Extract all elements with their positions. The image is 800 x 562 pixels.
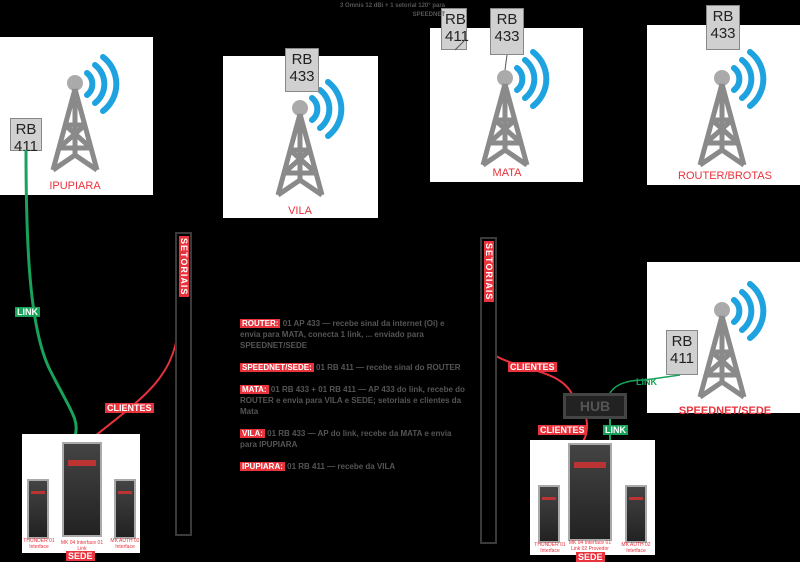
site-ipupiara-label: IPUPIARA — [49, 180, 101, 192]
server-mkauth-left[interactable] — [114, 479, 136, 539]
server-group-left: THUNDER 01 Interface MK 04 Interface 01 … — [22, 434, 140, 553]
info-mata: MATA: 01 RB 433 + 01 RB 411 — AP 433 do … — [240, 385, 465, 416]
server-label: MK AUTH 02 Interface — [110, 538, 140, 550]
server-thunder-left[interactable] — [27, 479, 49, 539]
server-mkauth-right[interactable] — [625, 485, 647, 543]
clientes-label-right-bottom: CLIENTES — [538, 425, 587, 435]
info-vila: VILA: 01 RB 433 — AP do link, recebe da … — [240, 429, 452, 449]
sede-tag-left: SEDE — [66, 551, 95, 561]
hub[interactable]: HUB — [563, 393, 627, 419]
server-main-left[interactable] — [62, 442, 102, 537]
link-label-sede: LINK — [636, 377, 657, 387]
setoriais-bar-right — [480, 237, 497, 544]
info-sede: SPEEDNET/SEDE: 01 RB 411 — recebe sinal … — [240, 363, 461, 372]
info-router: ROUTER: 01 AP 433 — recebe sinal da inte… — [240, 319, 445, 350]
site-vila-label: VILA — [288, 205, 312, 217]
setoriais-label-left: SETORIAIS — [179, 236, 189, 298]
server-thunder-right[interactable] — [538, 485, 560, 543]
clientes-label-right-top: CLIENTES — [508, 362, 557, 372]
link-label-left: LINK — [15, 307, 40, 317]
sede-tag-right: SEDE — [576, 552, 605, 562]
server-label: MK 04 Interface 01 Link 02 Provedor — [568, 540, 612, 552]
mata-note: 3 Omnis 12 dBi + 1 setorial 120° para SP… — [340, 3, 445, 18]
server-label: MK AUTH 02 Interface — [621, 542, 651, 554]
site-router-label: ROUTER/BROTAS — [678, 170, 772, 182]
info-block: ROUTER: 01 AP 433 — recebe sinal da inte… — [240, 318, 465, 483]
site-sede-label: SPEEDNET/SEDE — [678, 405, 772, 417]
server-label: THUNDER 01 Interface — [23, 538, 55, 550]
site-mata-label: MATA — [492, 167, 522, 179]
setoriais-bar-left — [175, 232, 192, 536]
link-label-right-bottom: LINK — [603, 425, 628, 435]
clientes-label-left: CLIENTES — [105, 403, 154, 413]
server-main-right[interactable] — [568, 443, 612, 541]
server-label: THUNDER 01 Interface — [534, 542, 566, 554]
info-ipupiara: IPUPIARA: 01 RB 411 — recebe da VILA — [240, 462, 396, 471]
setoriais-label-right: SETORIAIS — [484, 241, 494, 303]
server-label: MK 04 Interface 01 Link — [60, 540, 104, 552]
server-group-right: THUNDER 01 Interface MK 04 Interface 01 … — [530, 440, 655, 555]
